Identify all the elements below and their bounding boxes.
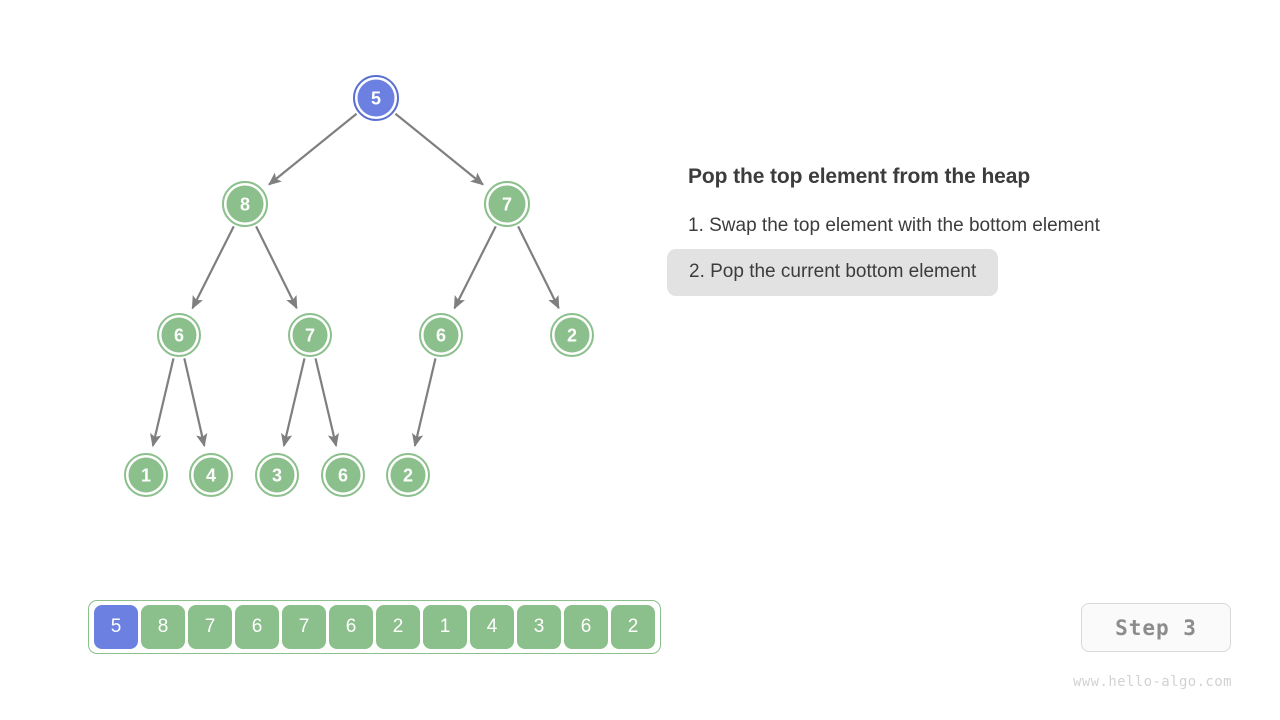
node-ring [386,453,430,497]
array-cell[interactable]: 5 [94,605,138,649]
node-disc [357,79,395,117]
step-item-wrap: 2. Pop the current bottom element [667,249,1248,300]
tree-edge [255,225,298,310]
node-disc [488,185,526,223]
array-cell[interactable]: 7 [282,605,326,649]
node-disc [259,457,295,493]
array-cell[interactable]: 2 [611,605,655,649]
node-disc [423,317,459,353]
node-label: 1 [141,466,151,486]
tree-node[interactable]: 7 [288,313,332,357]
array-cell[interactable]: 6 [235,605,279,649]
tree-node[interactable]: 5 [353,75,399,121]
node-ring [255,453,299,497]
node-disc [161,317,197,353]
node-label: 6 [174,326,184,346]
node-ring [189,453,233,497]
node-label: 2 [567,326,577,346]
node-ring [353,75,399,121]
node-label: 5 [371,89,381,109]
tree-node[interactable]: 6 [321,453,365,497]
array-cell[interactable]: 7 [188,605,232,649]
tree-node[interactable]: 3 [255,453,299,497]
node-disc [554,317,590,353]
tree-node[interactable]: 1 [124,453,168,497]
panel-title: Pop the top element from the heap [688,165,1031,188]
tree-edge [191,225,235,310]
tree-edge [394,112,484,186]
array-cell[interactable]: 4 [470,605,514,649]
node-label: 2 [403,466,413,486]
tree-edge [517,225,560,310]
node-label: 6 [338,466,348,486]
tree-edge [150,358,175,448]
tree-edge [412,358,437,448]
node-label: 6 [436,326,446,346]
node-ring [419,313,463,357]
watermark: www.hello-algo.com [1073,674,1232,690]
array-cell[interactable]: 6 [564,605,608,649]
tree-edge [183,358,208,448]
node-disc [325,457,361,493]
array-cell[interactable]: 3 [517,605,561,649]
tree-node[interactable]: 4 [189,453,233,497]
explanation-panel: Pop the top element from the heap 1. Swa… [667,163,1248,300]
tree-node[interactable]: 6 [157,313,201,357]
tree-edge [453,225,497,310]
node-label: 7 [305,326,315,346]
tree-edge [281,358,306,448]
array-cell[interactable]: 6 [329,605,373,649]
array-cell[interactable]: 2 [376,605,420,649]
node-label: 4 [206,466,216,486]
node-ring [157,313,201,357]
node-ring [288,313,332,357]
tree-edges [150,112,560,448]
node-label: 8 [240,195,250,215]
node-disc [226,185,264,223]
array-cell[interactable]: 8 [141,605,185,649]
tree-node[interactable]: 2 [386,453,430,497]
node-label: 3 [272,466,282,486]
tree-node[interactable]: 8 [222,181,268,227]
node-ring [222,181,268,227]
node-ring [550,313,594,357]
step-item-1[interactable]: 1. Swap the top element with the bottom … [688,215,1100,236]
node-label: 7 [502,195,512,215]
node-disc [193,457,229,493]
tree-node[interactable]: 6 [419,313,463,357]
node-disc [292,317,328,353]
steps-list: 1. Swap the top element with the bottom … [667,207,1248,300]
tree-nodes: 5 8 7 6 7 6 2 1 4 3 6 2 [124,75,594,497]
node-ring [321,453,365,497]
step-badge: Step 3 [1081,603,1231,652]
tree-edge [314,358,339,448]
node-disc [390,457,426,493]
node-disc [128,457,164,493]
tree-node[interactable]: 7 [484,181,530,227]
tree-edge [268,112,358,186]
tree-node[interactable]: 2 [550,313,594,357]
array-cell[interactable]: 1 [423,605,467,649]
step-item-2[interactable]: 2. Pop the current bottom element [667,249,999,296]
node-ring [124,453,168,497]
node-ring [484,181,530,227]
